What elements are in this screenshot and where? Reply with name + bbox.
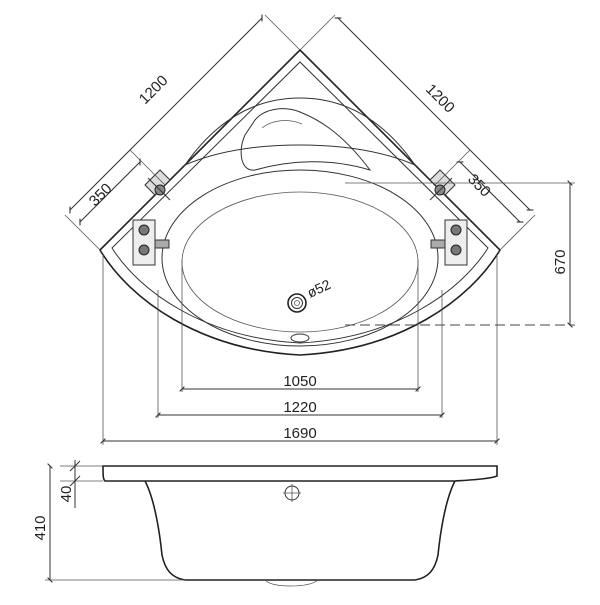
left-valve-icon <box>132 219 170 266</box>
dim-seat-left <box>79 158 141 226</box>
label-total-height: 410 <box>32 515 49 540</box>
label-mid-width: 1220 <box>283 399 316 416</box>
tub-rim-inner <box>111 61 489 344</box>
label-side-left: 1200 <box>136 72 172 108</box>
side-body <box>144 480 456 581</box>
dim-seat-right <box>456 161 524 223</box>
drain-icon <box>287 293 307 313</box>
label-rim-thickness: 40 <box>58 486 75 503</box>
drain-label: ø52 <box>305 276 334 301</box>
right-valve-icon <box>430 219 468 266</box>
headrest <box>240 108 372 171</box>
label-seat-left: 350 <box>86 180 116 210</box>
label-overall-width: 1690 <box>283 425 316 442</box>
right-handle-icon <box>429 169 456 201</box>
tub-outline <box>98 48 502 356</box>
side-drain-icon <box>283 484 301 502</box>
basin-outer <box>161 169 439 347</box>
overflow-icon <box>290 333 310 343</box>
side-rim <box>102 465 498 482</box>
left-handle-icon <box>144 169 171 201</box>
label-seat-right: 350 <box>464 171 494 201</box>
label-depth-drain: 670 <box>552 249 569 274</box>
label-side-right: 1200 <box>422 81 458 117</box>
label-inner-basin: 1050 <box>283 373 316 390</box>
side-view: 40 410 <box>32 460 498 587</box>
